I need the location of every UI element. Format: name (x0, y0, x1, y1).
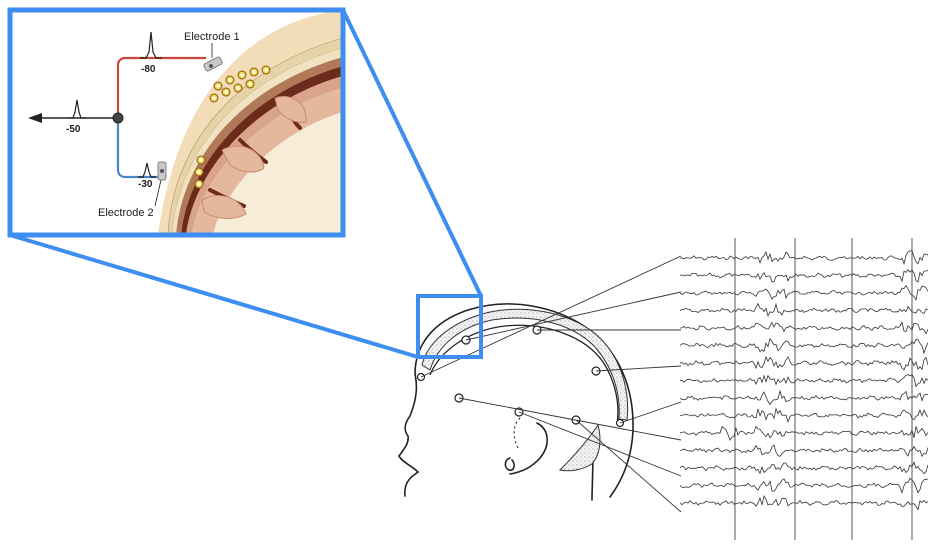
eeg-channel-10 (680, 409, 928, 422)
neuron-core-8 (236, 86, 239, 89)
neuron-core-4 (252, 70, 255, 73)
eeg-channel-4 (680, 304, 928, 316)
temporal-bone (560, 425, 600, 471)
inset-panel: Electrode 1 Electrode 2 -80 -50 -30 (10, 10, 343, 235)
junction-node (113, 113, 123, 123)
eeg-channel-5 (680, 322, 928, 333)
eeg-channel-1 (680, 250, 928, 263)
neuron-core-11 (197, 170, 200, 173)
neuron-core-10 (199, 158, 202, 161)
neuron-core-3 (240, 73, 243, 76)
neuron-core-12 (197, 182, 200, 185)
eeg-traces (680, 238, 928, 540)
auricle-dots (514, 418, 520, 448)
neuron-core-1 (216, 84, 219, 87)
eeg-channel-6 (680, 339, 928, 353)
eeg-channel-2 (680, 270, 928, 282)
eeg-channel-11 (680, 426, 928, 440)
callout-line-top (343, 10, 481, 296)
eeg-channel-13 (680, 462, 928, 474)
potential-bottom-label: -30 (138, 179, 153, 190)
electrode-1-label: Electrode 1 (184, 31, 240, 43)
head-profile (399, 304, 633, 500)
eeg-channel-3 (680, 286, 928, 300)
neuron-core-9 (248, 82, 251, 85)
ear-outline (510, 423, 547, 474)
eeg-channel-15 (680, 496, 928, 510)
eeg-channel-12 (680, 445, 928, 456)
inset-electrode-2 (158, 162, 166, 180)
neuron-core-5 (264, 68, 267, 71)
eeg-channel-8 (680, 375, 928, 387)
eeg-channel-14 (680, 478, 928, 492)
ear-inner (505, 458, 514, 470)
potential-output-label: -50 (66, 124, 81, 135)
neuron-core-7 (224, 90, 227, 93)
eeg-channel-9 (680, 391, 928, 405)
potential-top-label: -80 (141, 64, 156, 75)
electrode-2-label: Electrode 2 (98, 207, 154, 219)
neuron-core-6 (212, 96, 215, 99)
neuron-core-2 (228, 78, 231, 81)
callout-line-bottom (10, 235, 418, 357)
eeg-channel-7 (680, 357, 928, 370)
